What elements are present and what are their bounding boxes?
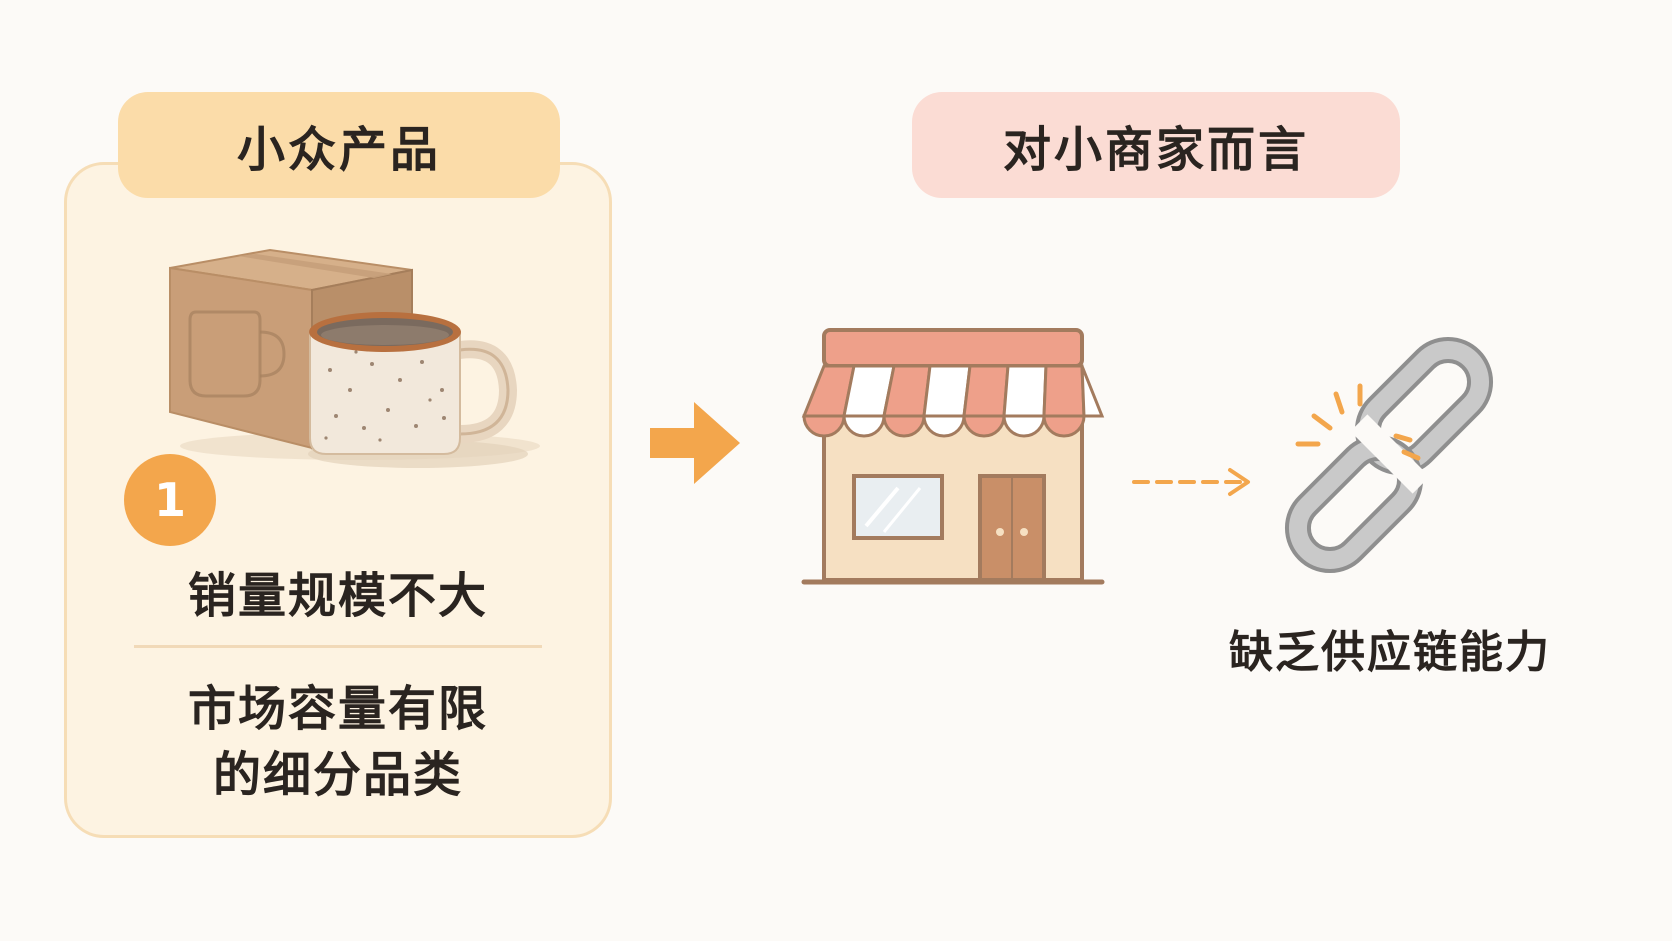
storefront-icon — [801, 328, 1105, 585]
box-and-mug-icon — [169, 248, 540, 468]
right-arrow-icon — [650, 402, 740, 484]
broken-chain-icon — [1284, 336, 1494, 574]
market-capacity-text: 市场容量有限 的细分品类 — [64, 676, 612, 808]
supply-chain-text: 缺乏供应链能力 — [1229, 627, 1551, 678]
step-number-badge: 1 — [124, 454, 216, 546]
card-divider — [134, 645, 542, 648]
niche-product-header: 小众产品 — [118, 92, 560, 198]
market-text-line1: 市场容量有限 — [187, 681, 488, 737]
small-merchant-header: 对小商家而言 — [912, 92, 1400, 198]
dashed-arrow-icon — [1132, 468, 1250, 496]
sales-scale-text: 销量规模不大 — [187, 568, 488, 624]
market-text-line2: 的细分品类 — [212, 747, 463, 803]
